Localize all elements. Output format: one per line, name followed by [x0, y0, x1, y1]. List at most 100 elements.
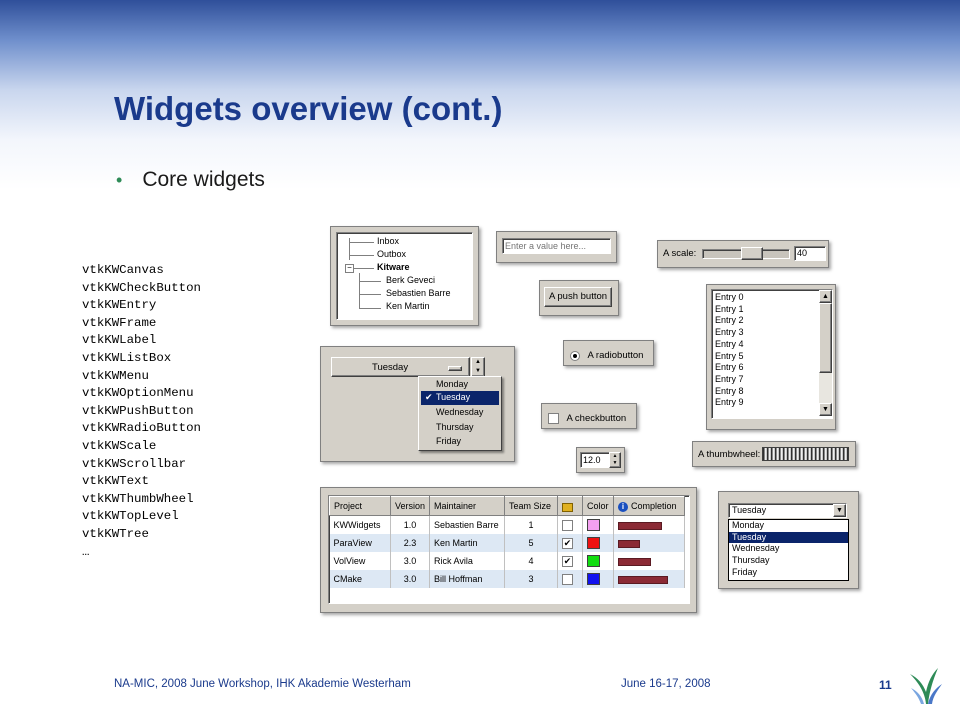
cell-color[interactable]: [582, 515, 615, 534]
color-swatch[interactable]: [587, 555, 601, 567]
combobox-entry[interactable]: Tuesday ▼: [728, 503, 847, 518]
cell-color[interactable]: [582, 570, 615, 588]
completion-bar: [618, 557, 652, 566]
option-menu-button[interactable]: Tuesday: [331, 357, 470, 377]
radio-button[interactable]: A radiobutton: [570, 347, 643, 365]
scroll-up-arrow-icon[interactable]: ▲: [819, 290, 832, 303]
tree-item-sebastien[interactable]: Sebastien Barre: [386, 288, 451, 298]
option-menu-widget: Tuesday ▲▼ Monday ✔ Tuesday Wednesday Th…: [320, 346, 515, 462]
value-entry[interactable]: [502, 238, 611, 254]
scale-slider-handle[interactable]: [741, 247, 763, 260]
push-button[interactable]: A push button: [544, 287, 612, 307]
tree-collapse-icon[interactable]: −: [345, 264, 354, 273]
scale-trough[interactable]: [702, 247, 790, 260]
check-button-frame: A checkbutton: [541, 403, 637, 429]
option-menu-selected: Tuesday: [372, 362, 409, 373]
color-swatch[interactable]: [587, 519, 601, 531]
combobox-dropdown-arrow-icon[interactable]: ▼: [833, 504, 846, 517]
list-item[interactable]: Entry 1: [715, 303, 744, 314]
menu-item-friday[interactable]: Friday: [436, 436, 462, 446]
column-header-maintainer[interactable]: Maintainer: [429, 496, 506, 516]
menu-item-tuesday-selected[interactable]: ✔ Tuesday: [421, 391, 499, 405]
tree-item-kitware[interactable]: Kitware: [377, 262, 410, 272]
table-row[interactable]: CMake 3.0 Bill Hoffman 3: [329, 570, 686, 588]
list-item[interactable]: Entry 0: [715, 292, 744, 302]
class-list: vtkKWCanvas vtkKWCheckButton vtkKWEntry …: [82, 262, 201, 561]
combo-item-friday[interactable]: Friday: [732, 566, 758, 577]
class-name: vtkKWFrame: [82, 315, 157, 330]
scroll-down-arrow-icon[interactable]: ▼: [819, 403, 832, 416]
color-swatch[interactable]: [587, 537, 601, 549]
list-item[interactable]: Entry 2: [715, 315, 744, 326]
tree-item-outbox[interactable]: Outbox: [377, 249, 407, 259]
combo-item-wednesday[interactable]: Wednesday: [732, 543, 780, 554]
cell-completion: [613, 570, 686, 588]
combo-item-tuesday[interactable]: Tuesday: [729, 531, 848, 544]
column-header-lock[interactable]: [557, 496, 584, 516]
table-row[interactable]: ParaView 2.3 Ken Martin 5 ✔: [329, 534, 686, 552]
thumbwheel-control[interactable]: [762, 447, 849, 461]
column-header-color[interactable]: Color: [582, 496, 615, 516]
class-name: vtkKWThumbWheel: [82, 491, 194, 506]
color-swatch[interactable]: [587, 573, 601, 585]
row-checkbox[interactable]: ✔: [562, 555, 574, 567]
class-name: vtkKWPushButton: [82, 403, 194, 418]
class-name: …: [82, 544, 90, 559]
listbox-widget: Entry 0 Entry 1 Entry 2 Entry 3 Entry 4 …: [706, 284, 836, 430]
tree-line: [354, 268, 374, 269]
class-name: vtkKWRadioButton: [82, 421, 201, 436]
combo-item-thursday[interactable]: Thursday: [732, 555, 770, 566]
list-item[interactable]: Entry 5: [715, 350, 744, 361]
list-item[interactable]: Entry 8: [715, 385, 744, 396]
completion-bar: [618, 539, 641, 548]
combo-item-monday[interactable]: Monday: [732, 520, 765, 530]
option-menu-spin[interactable]: ▲▼: [471, 357, 485, 377]
listbox-scrollbar[interactable]: ▲ ▼: [819, 290, 832, 416]
row-checkbox[interactable]: ✔: [562, 537, 574, 549]
menu-item-wednesday[interactable]: Wednesday: [436, 407, 484, 417]
scrollbar-thumb[interactable]: [819, 303, 832, 373]
cell-checkbox[interactable]: ✔: [557, 552, 584, 570]
cell-checkbox[interactable]: [557, 515, 584, 534]
cell-maintainer: Bill Hoffman: [429, 570, 506, 588]
table-row[interactable]: VolView 3.0 Rick Avila 4 ✔: [329, 552, 686, 570]
list-item[interactable]: Entry 4: [715, 338, 744, 349]
spinbox-entry[interactable]: 12.0: [580, 452, 610, 468]
cell-completion: [613, 534, 686, 552]
cell-checkbox[interactable]: [557, 570, 584, 588]
check-button[interactable]: A checkbutton: [548, 410, 626, 428]
list-item[interactable]: Entry 3: [715, 327, 744, 338]
list-item[interactable]: Entry 9: [715, 397, 744, 408]
class-name: vtkKWText: [82, 474, 149, 489]
tree-item-ken[interactable]: Ken Martin: [386, 301, 430, 311]
table-row[interactable]: KWWidgets 1.0 Sebastien Barre 1: [329, 515, 686, 534]
class-name: vtkKWTree: [82, 526, 149, 541]
cell-checkbox[interactable]: ✔: [557, 534, 584, 552]
class-name: vtkKWTopLevel: [82, 509, 179, 524]
cell-project: ParaView: [329, 534, 391, 552]
listbox-items: Entry 0 Entry 1 Entry 2 Entry 3 Entry 4 …: [712, 292, 817, 409]
tree-item-inbox[interactable]: Inbox: [377, 236, 400, 246]
menu-item-thursday[interactable]: Thursday: [436, 422, 474, 432]
cell-color[interactable]: [582, 552, 615, 570]
list-item[interactable]: Entry 7: [715, 373, 744, 384]
column-header-team-size[interactable]: Team Size: [504, 496, 559, 516]
tree-view[interactable]: − Inbox Outbox Kitware Berk Geveci Sebas…: [336, 232, 473, 320]
cell-color[interactable]: [582, 534, 615, 552]
tree-item-berk[interactable]: Berk Geveci: [386, 275, 436, 285]
row-checkbox[interactable]: [562, 519, 574, 531]
scale-value-entry[interactable]: 40: [794, 246, 826, 261]
slide-title: Widgets overview (cont.): [114, 90, 503, 127]
menu-item-monday[interactable]: Monday: [436, 379, 469, 389]
multicolumn-list[interactable]: Project Version Maintainer Team Size Col…: [328, 495, 690, 604]
menu-item-tuesday: Tuesday: [436, 392, 471, 402]
row-checkbox[interactable]: [562, 573, 574, 585]
list-item[interactable]: Entry 6: [715, 362, 744, 373]
radio-label: A radiobutton: [587, 350, 644, 362]
column-header-project[interactable]: Project: [329, 496, 391, 516]
listbox[interactable]: Entry 0 Entry 1 Entry 2 Entry 3 Entry 4 …: [711, 289, 833, 419]
column-header-version[interactable]: Version: [389, 496, 431, 516]
spinbox-arrows-icon[interactable]: ▲▼: [609, 452, 621, 468]
entry-widget: [496, 231, 617, 263]
